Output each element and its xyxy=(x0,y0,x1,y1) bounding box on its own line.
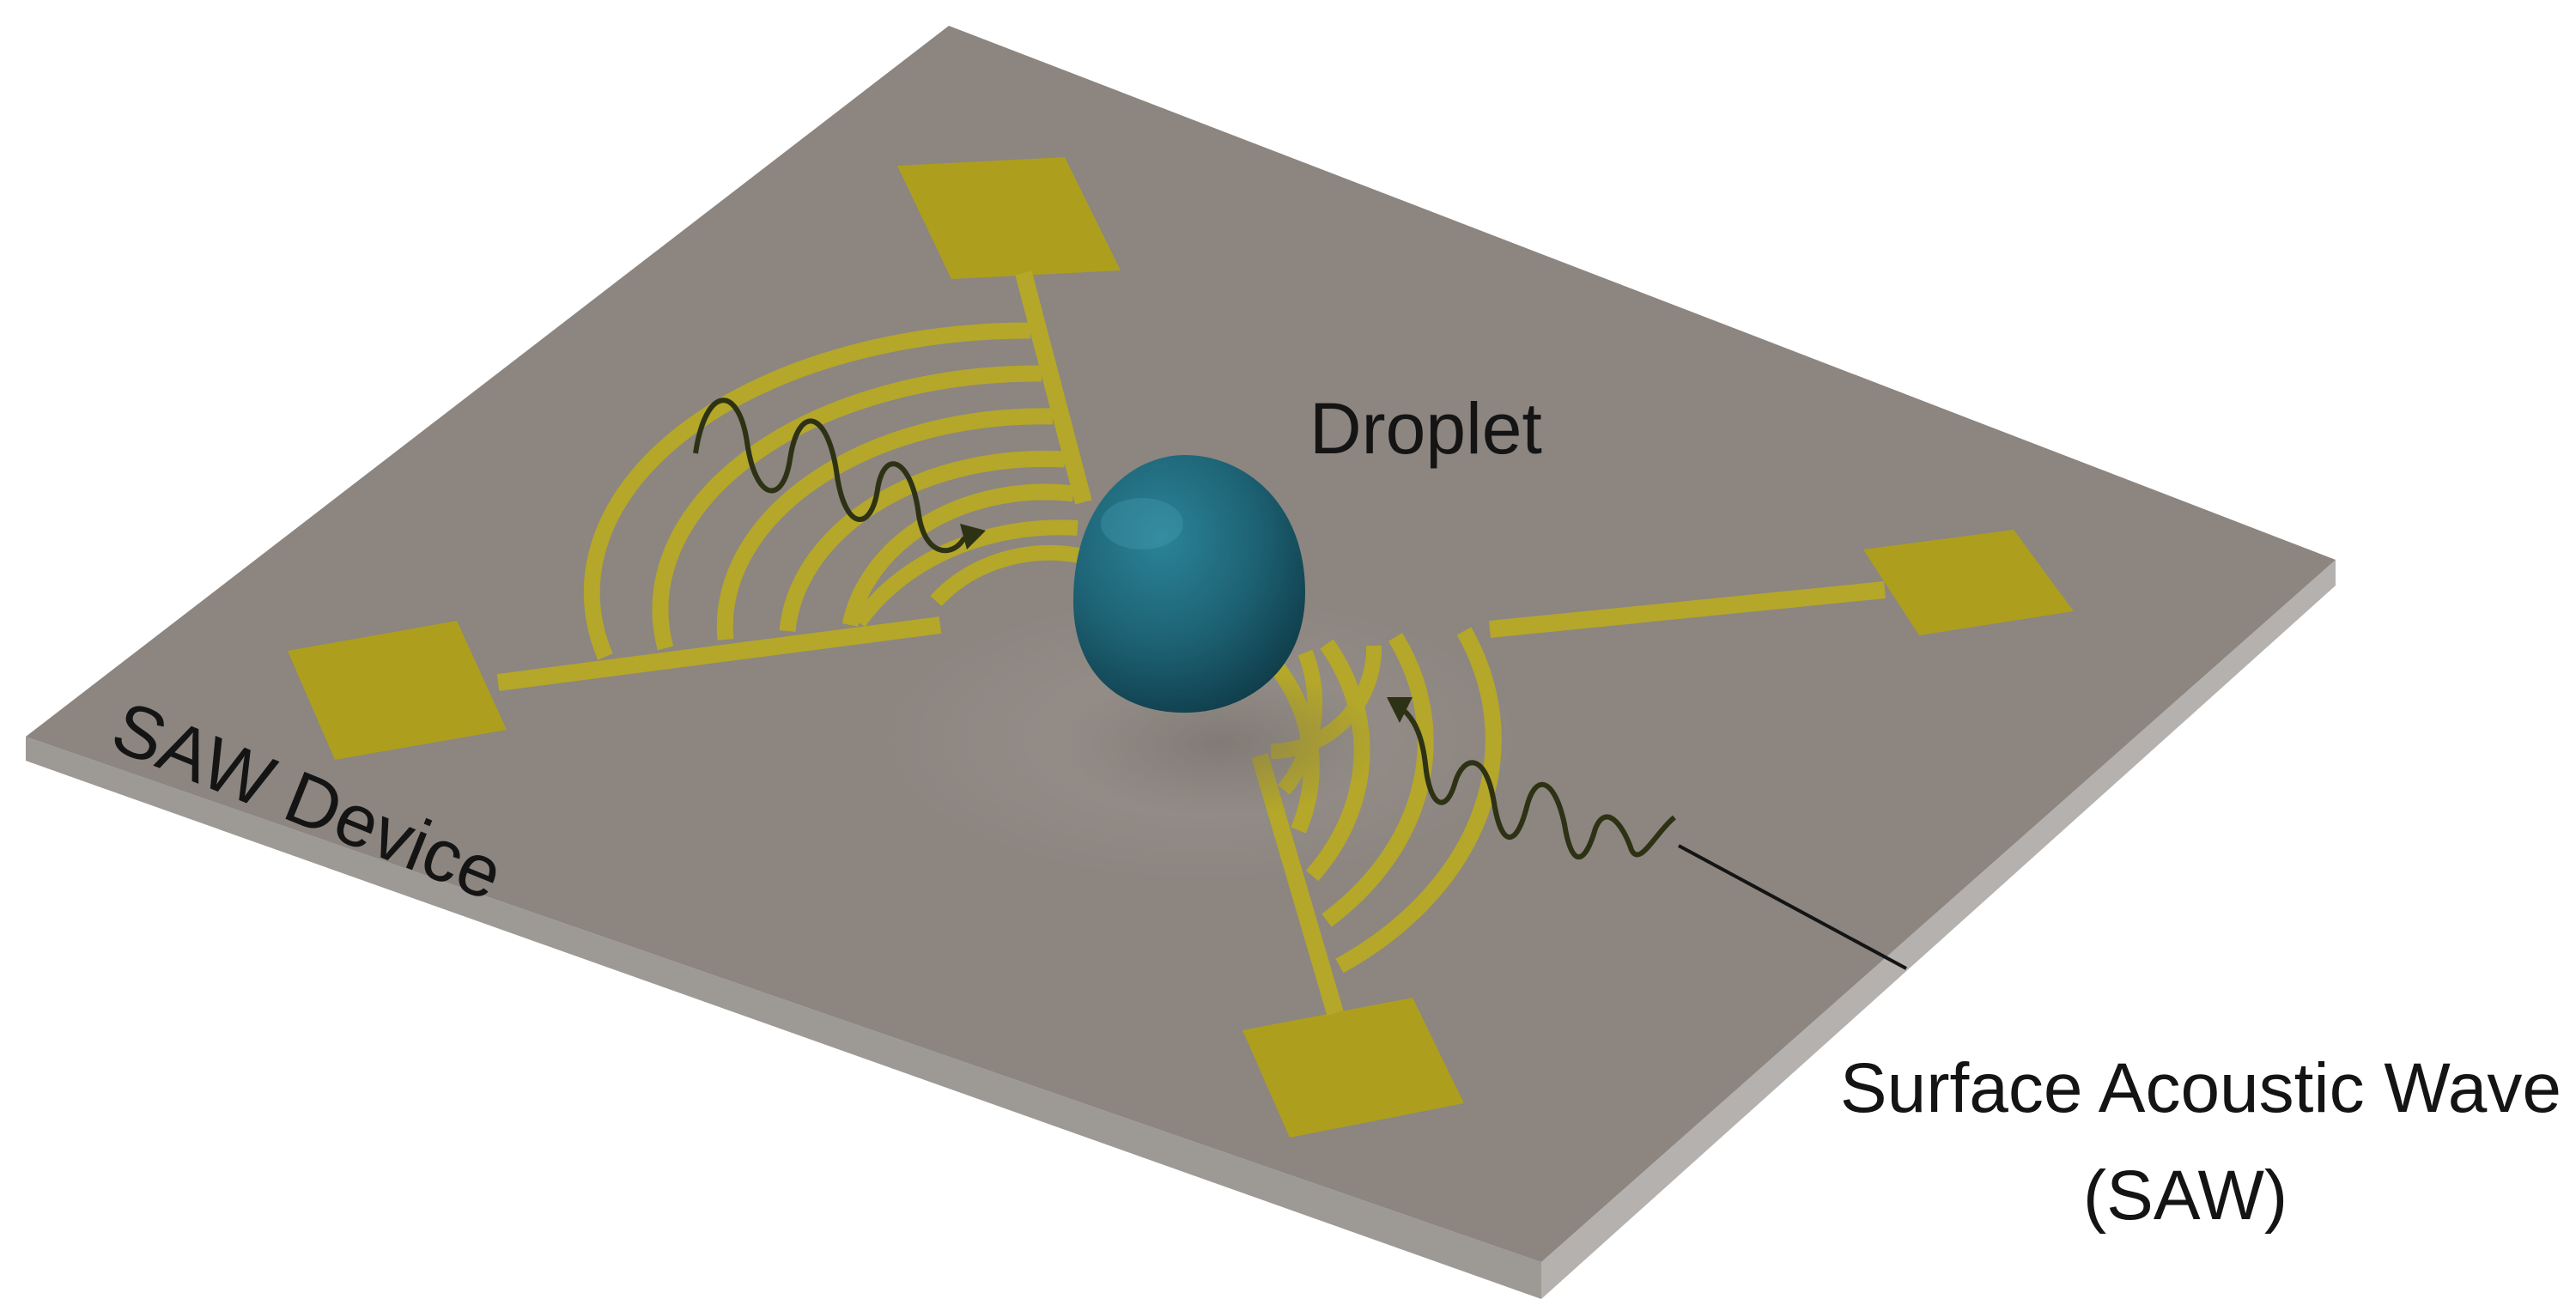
contact-pad-upper-left-top xyxy=(897,157,1121,279)
bus-bar-upper-left-vertical xyxy=(1015,270,1092,505)
contact-pad-lower-right-bottom xyxy=(1242,998,1464,1138)
droplet-shadow xyxy=(1056,670,1382,816)
wave-lower-right xyxy=(1387,697,1676,859)
droplet-label: Droplet xyxy=(1309,388,1542,469)
substrate-right-edge xyxy=(1541,560,2336,1299)
bus-bar-lower-right-horizontal xyxy=(1489,581,1886,638)
droplet-group xyxy=(1056,455,1382,816)
bus-bar-upper-left-horizontal xyxy=(496,616,942,691)
droplet-highlight xyxy=(1101,498,1183,549)
droplet-icon xyxy=(1073,455,1305,713)
wave-label-line1: Surface Acoustic Wave xyxy=(1840,1049,2561,1127)
wave-label-line2: (SAW) xyxy=(2083,1156,2287,1235)
substrate-left-edge xyxy=(26,737,1541,1299)
finger-lower-right-1 xyxy=(1335,627,1502,974)
wave-lower-right-curve xyxy=(1391,700,1676,859)
contact-pad-upper-left-left xyxy=(288,621,507,760)
wave-upper-left xyxy=(693,398,986,554)
wave-upper-left-arrowhead xyxy=(960,524,986,549)
finger-upper-left-7 xyxy=(930,544,1085,607)
wave-lower-right-arrowhead xyxy=(1387,697,1413,723)
saw-leader-line xyxy=(1678,844,1907,970)
finger-lower-right-2 xyxy=(1321,633,1434,927)
finger-upper-left-1 xyxy=(583,322,1031,660)
wave-upper-left-curve xyxy=(693,398,980,554)
finger-upper-left-3 xyxy=(716,408,1054,640)
contact-pad-lower-right-right xyxy=(1863,530,2074,635)
finger-upper-left-5 xyxy=(841,483,1075,627)
